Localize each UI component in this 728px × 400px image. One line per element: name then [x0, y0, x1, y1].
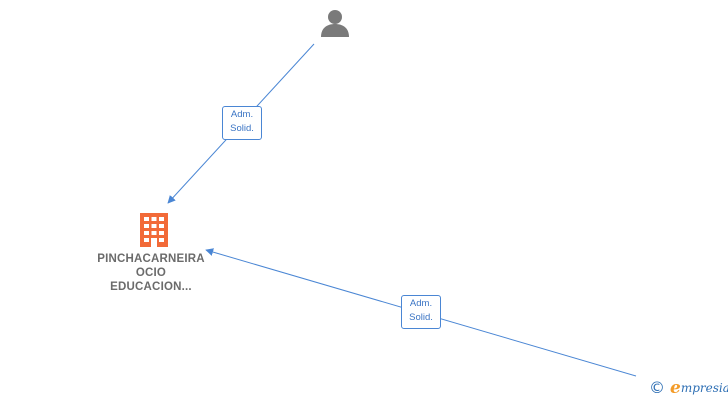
edge-label-offscreen-to-company[interactable]: Adm. Solid. — [401, 295, 441, 329]
brand-name: mpresia — [680, 381, 728, 395]
company-name-line-2: OCIO — [135, 267, 167, 279]
edge-label-line-1: Adm. — [409, 298, 433, 309]
edge-label-line-1: Adm. — [230, 109, 254, 120]
edge-label-line-2: Solid. — [230, 123, 254, 134]
empresia-watermark: © e mpresia — [649, 378, 728, 398]
person-icon[interactable] — [320, 8, 350, 38]
building-icon[interactable] — [140, 213, 168, 247]
company-name-line-1: PINCHACARNEIRA — [97, 253, 205, 265]
brand-initial: e — [670, 378, 681, 398]
copyright-symbol: © — [649, 378, 665, 397]
edge-label-line-2: Solid. — [409, 312, 433, 323]
company-name-label[interactable]: PINCHACARNEIRA OCIO EDUCACION... — [86, 252, 216, 294]
company-name-line-3: EDUCACION... — [110, 281, 192, 293]
edge-label-person-to-company[interactable]: Adm. Solid. — [222, 106, 262, 140]
